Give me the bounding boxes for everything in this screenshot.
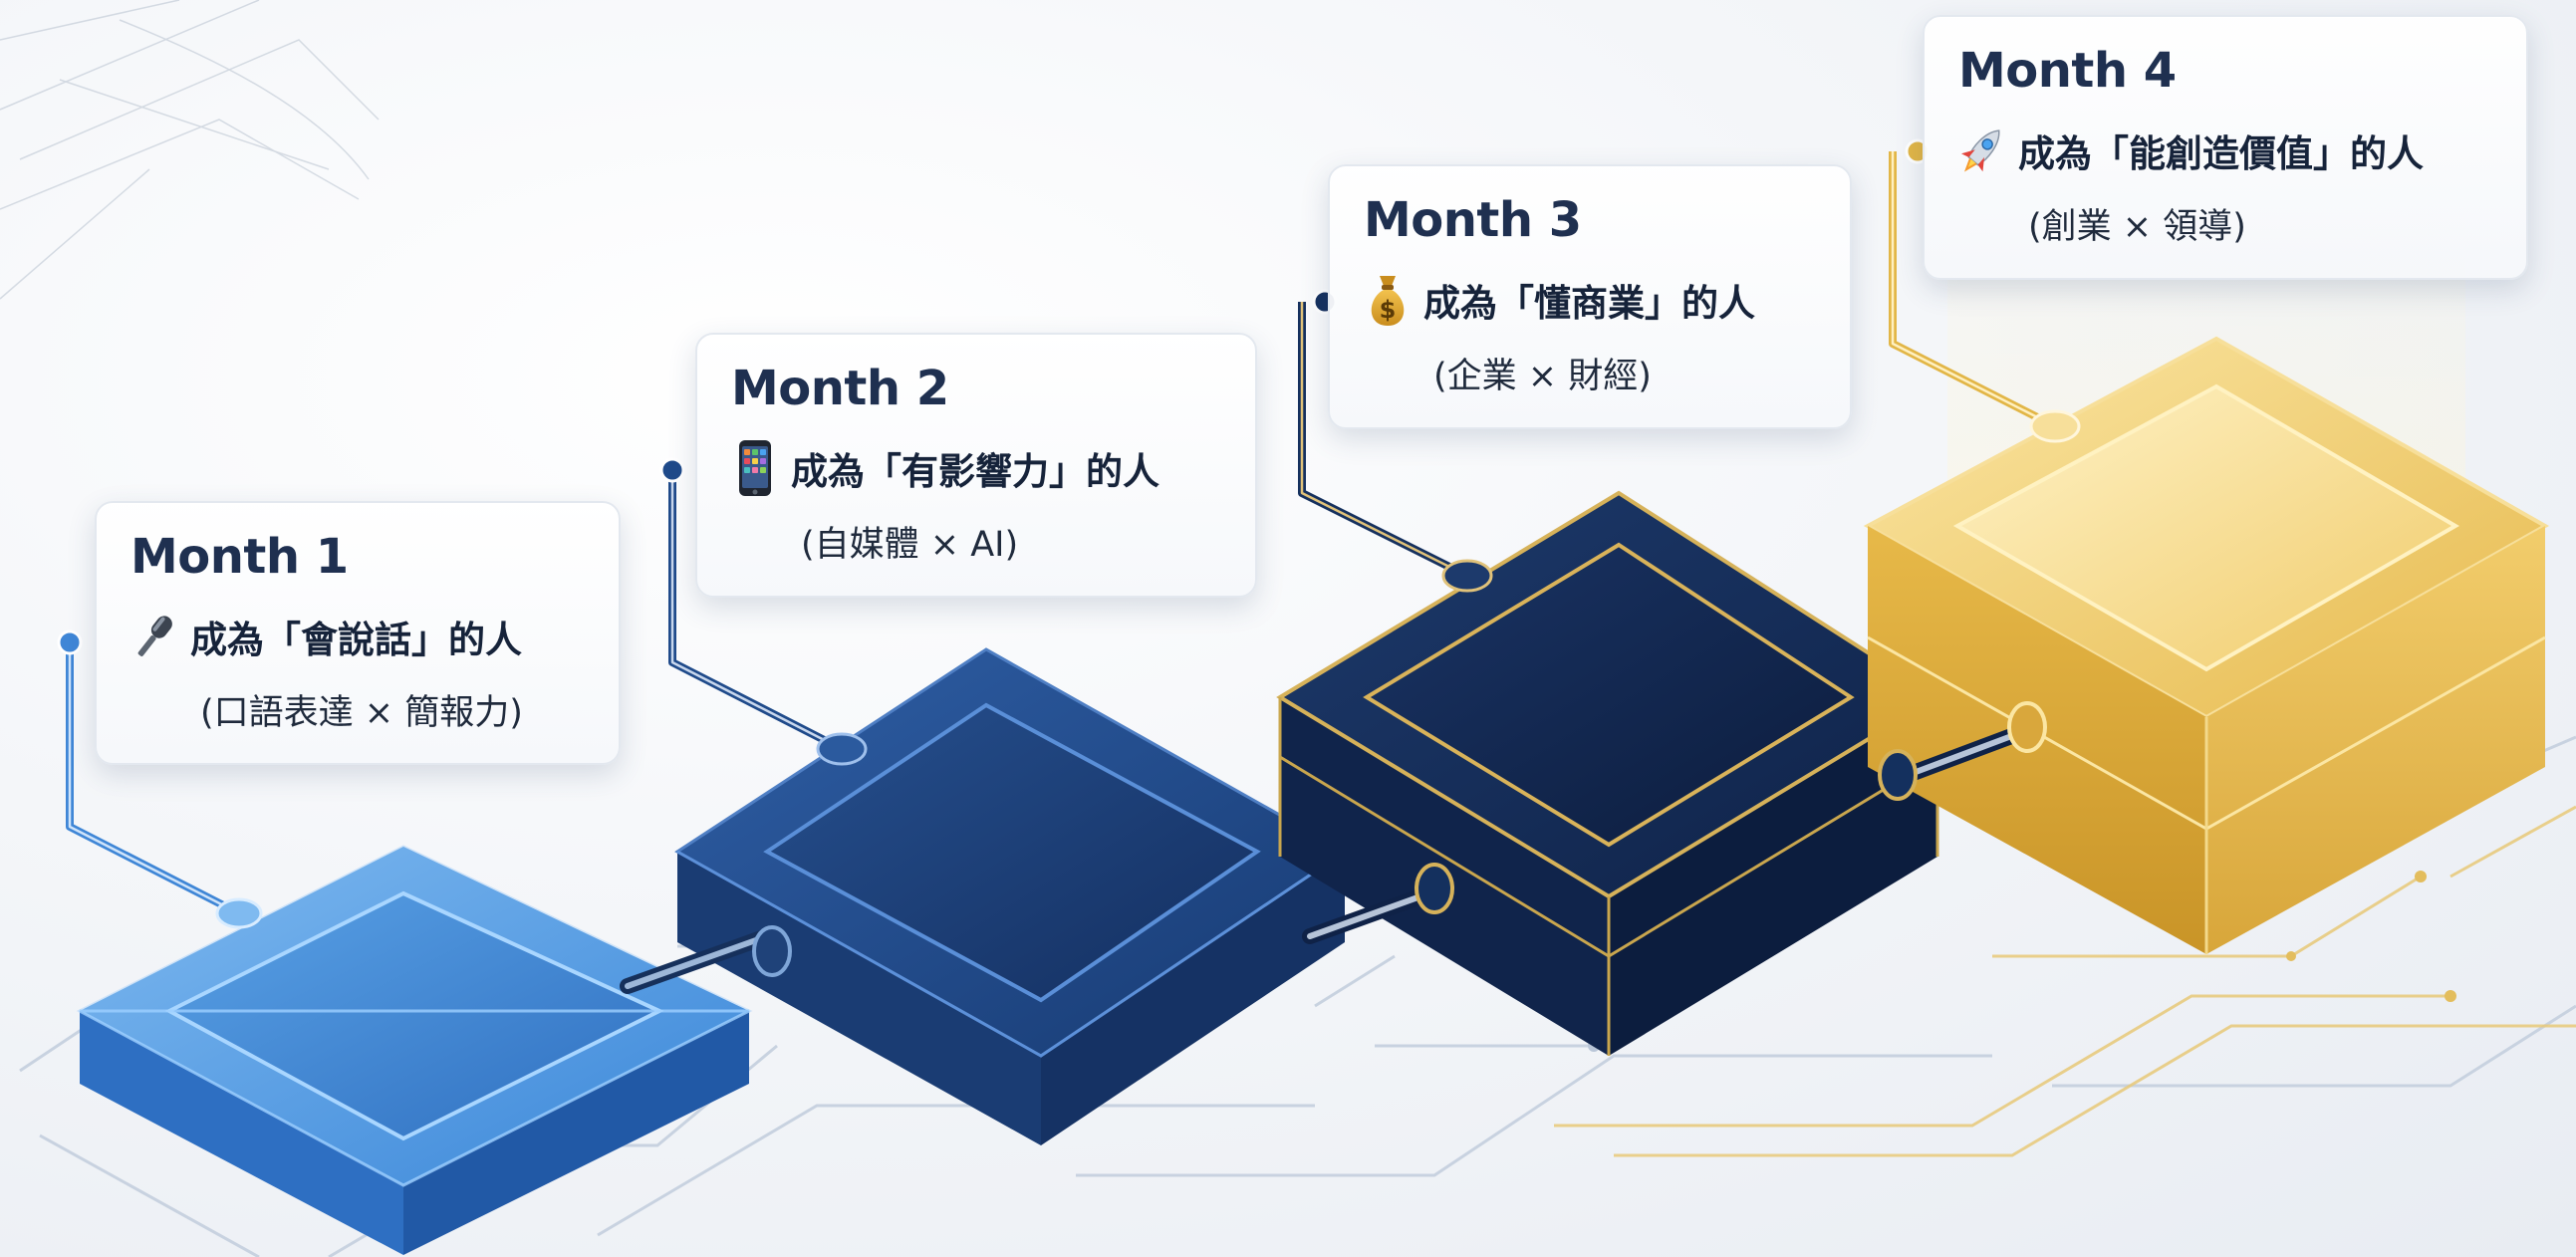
month-2-title: Month 2 [731, 361, 949, 416]
month-2-goal-row: 成為「有影響力」的人 [727, 438, 1159, 498]
month-4-title: Month 4 [1958, 43, 2177, 99]
microphone-icon [137, 616, 172, 656]
svg-text:$: $ [1380, 296, 1397, 324]
month-1-goal-row: 成為「會說話」的人 [127, 607, 522, 666]
month-1-goal: 成為「會說話」的人 [190, 619, 522, 661]
rocket-icon [1960, 129, 2000, 172]
smartphone-icon [739, 440, 771, 496]
leader-line-month-2 [659, 457, 868, 766]
leader-line-month-1 [57, 629, 263, 929]
block-connector-1-2 [620, 925, 792, 994]
month-1-title: Month 1 [130, 529, 349, 585]
month-2-goal: 成為「有影響力」的人 [791, 450, 1159, 493]
month-1-focus: (口語表達 × 簡報力) [200, 693, 523, 733]
leader-line-month-4 [1889, 138, 2081, 443]
month-3-goal-row: $ 成為「懂商業」的人 [1360, 270, 1755, 330]
month-4-goal-row: 成為「能創造價值」的人 [1954, 121, 2424, 180]
leader-line-month-3 [1298, 289, 1493, 593]
month-3-focus: (企業 × 財經) [1433, 357, 1652, 396]
month-3-card: Month 3 $ 成為「懂商業」的人 (企業 × 財經) [1328, 164, 1852, 429]
month-4-card: Month 4 成為「能創造價值」的人 (創業 × 領導) [1923, 15, 2528, 280]
block-connector-2-3 [1302, 863, 1454, 944]
month-3-block [1276, 490, 1941, 1056]
month-4-focus: (創業 × 領導) [2028, 207, 2246, 247]
month-4-goal: 成為「能創造價值」的人 [2018, 132, 2424, 175]
money-bag-icon: $ [1371, 276, 1405, 326]
month-2-focus: (自媒體 × AI) [801, 525, 1019, 565]
month-1-card: Month 1 成為「會說話」的人 (口語表達 × 簡報力) [95, 501, 621, 765]
month-3-goal: 成為「懂商業」的人 [1423, 282, 1755, 325]
month-3-title: Month 3 [1364, 192, 1582, 248]
month-2-card: Month 2 成為「有影響力」的人 (自媒體 × AI) [695, 333, 1257, 598]
circuit-nodes [2286, 871, 2456, 1002]
month-1-block [76, 845, 753, 1255]
month-2-block [674, 647, 1348, 1145]
background-sketch-lines [0, 0, 380, 300]
block-connector-3-4 [1878, 701, 2047, 801]
